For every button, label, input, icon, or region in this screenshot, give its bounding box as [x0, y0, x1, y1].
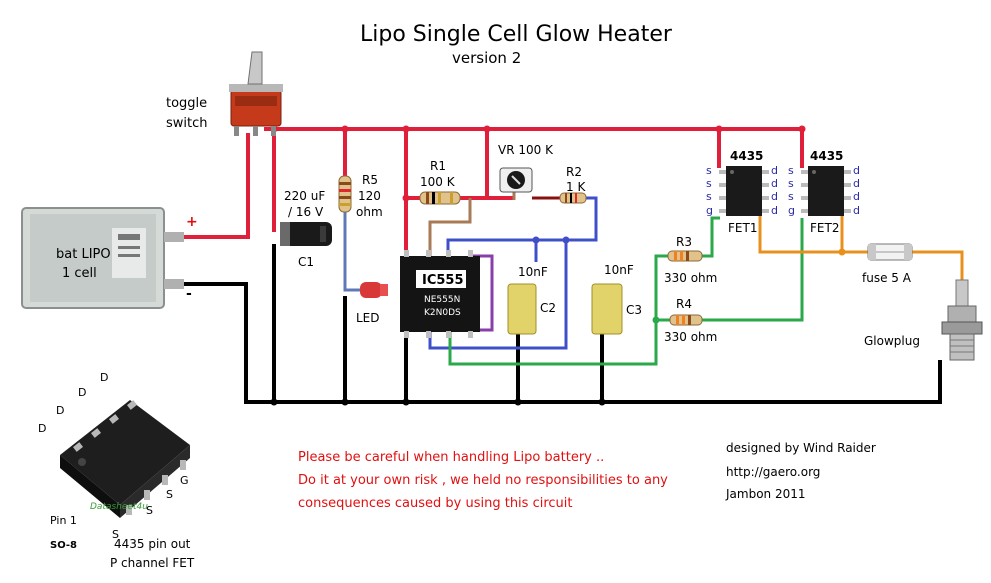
pkg-pin-d: D — [100, 371, 108, 384]
r3-value: 330 ohm — [664, 271, 717, 285]
toggle-label: toggle — [166, 96, 207, 111]
resistor-r3 — [667, 250, 703, 262]
c1-value-1: 220 uF — [284, 189, 325, 203]
page-subtitle: version 2 — [452, 49, 521, 67]
pinout-watermark: Datasheet4u — [90, 502, 148, 512]
r2-value: 1 K — [566, 180, 586, 194]
fuse-label: fuse 5 A — [862, 271, 912, 285]
positive-rail — [184, 127, 804, 256]
r2-label: R2 — [566, 165, 582, 179]
pinout-caption-2: P channel FET — [110, 556, 195, 570]
pin-d: d — [771, 204, 778, 217]
ic-marking-1: NE555N — [424, 295, 460, 305]
c3-value: 10nF — [604, 263, 634, 277]
pin-d: d — [853, 164, 860, 177]
capacitor-c2 — [507, 283, 537, 335]
r1-value: 100 K — [420, 175, 456, 189]
resistor-r1 — [419, 191, 461, 205]
page-title: Lipo Single Cell Glow Heater — [360, 22, 673, 47]
minus-sign: - — [186, 286, 192, 302]
pin-d: d — [771, 164, 778, 177]
warning-line-2: Do it at your own risk , we held no resp… — [298, 473, 668, 488]
fet1 — [719, 166, 769, 216]
ic-555 — [400, 250, 480, 338]
credit-author: designed by Wind Raider — [726, 441, 876, 455]
pkg-pin-d: D — [56, 404, 64, 417]
pkg-pin-s: S — [166, 488, 173, 501]
pin-d: d — [771, 190, 778, 203]
c2-label: C2 — [540, 301, 556, 315]
glowplug — [941, 279, 983, 361]
credit-year: Jambon 2011 — [725, 487, 806, 501]
capacitor-c3 — [591, 283, 623, 335]
r1-label: R1 — [430, 159, 446, 173]
ground-rail — [184, 244, 942, 404]
fet2 — [801, 166, 851, 216]
credit-url: http://gaero.org — [726, 465, 820, 479]
r4-label: R4 — [676, 297, 692, 311]
control-wire — [472, 254, 494, 332]
pin-s: s — [788, 190, 794, 203]
r5-value-2: ohm — [356, 205, 383, 219]
pin-s: s — [788, 177, 794, 190]
r4-value: 330 ohm — [664, 330, 717, 344]
led-wire — [343, 212, 360, 292]
warning-line-1: Please be careful when handling Lipo bat… — [298, 450, 604, 465]
fuse — [867, 243, 913, 261]
pin-g: g — [706, 204, 713, 217]
battery-label-2: 1 cell — [62, 266, 97, 281]
pkg-pin-g: G — [180, 474, 189, 487]
resistor-r2 — [559, 192, 587, 204]
pin-d: d — [771, 177, 778, 190]
battery-label-1: bat LIPO — [56, 247, 111, 262]
ic-marking-2: K2N0DS — [424, 308, 461, 318]
vr-label: VR 100 K — [498, 143, 554, 157]
pin-d: d — [853, 190, 860, 203]
fet1-label: FET1 — [728, 221, 757, 235]
pkg-pin-d: D — [38, 422, 46, 435]
c1-label: C1 — [298, 255, 314, 269]
glowplug-label: Glowplug — [864, 334, 920, 348]
pin-s: s — [706, 190, 712, 203]
pin-d: d — [853, 177, 860, 190]
so8-label: SO-8 — [50, 540, 77, 551]
so8-package — [60, 400, 190, 518]
so8-pin-letters: D D D D S S S G — [38, 371, 189, 541]
warning-line-3: consequences caused by using this circui… — [298, 496, 573, 511]
pkg-pin-s: S — [112, 528, 119, 541]
pin-s: s — [706, 164, 712, 177]
pkg-pin-d: D — [78, 386, 86, 399]
fet2-pin-labels: s s s g d d d d — [788, 164, 860, 217]
r3-label: R3 — [676, 235, 692, 249]
plus-sign: + — [186, 214, 198, 230]
ic-label: IC555 — [422, 273, 464, 288]
switch-label: switch — [166, 116, 208, 131]
fet2-part: 4435 — [810, 149, 843, 163]
c2-value: 10nF — [518, 265, 548, 279]
trigger-threshold-wires — [428, 196, 598, 350]
pin-g: g — [788, 204, 795, 217]
pin-s: s — [706, 177, 712, 190]
fet1-pin-labels: s s s g d d d d — [706, 164, 778, 217]
pinout-caption-1: 4435 pin out — [114, 537, 191, 551]
toggle-switch — [229, 51, 283, 136]
r5-label: R5 — [362, 173, 378, 187]
pin-d: d — [853, 204, 860, 217]
fet1-part: 4435 — [730, 149, 763, 163]
pin-s: s — [788, 164, 794, 177]
pin1-label: Pin 1 — [50, 514, 77, 527]
resistor-r4 — [669, 314, 703, 326]
capacitor-c1 — [280, 222, 332, 246]
c3-label: C3 — [626, 303, 642, 317]
r5-value-1: 120 — [358, 189, 381, 203]
led-label: LED — [356, 311, 380, 325]
c1-value-2: / 16 V — [288, 205, 324, 219]
led — [360, 282, 388, 298]
lipo-battery — [21, 207, 184, 309]
potentiometer-vr — [499, 167, 533, 193]
resistor-r5 — [338, 175, 352, 213]
pkg-pin-s: S — [146, 504, 153, 517]
fet2-label: FET2 — [810, 221, 839, 235]
